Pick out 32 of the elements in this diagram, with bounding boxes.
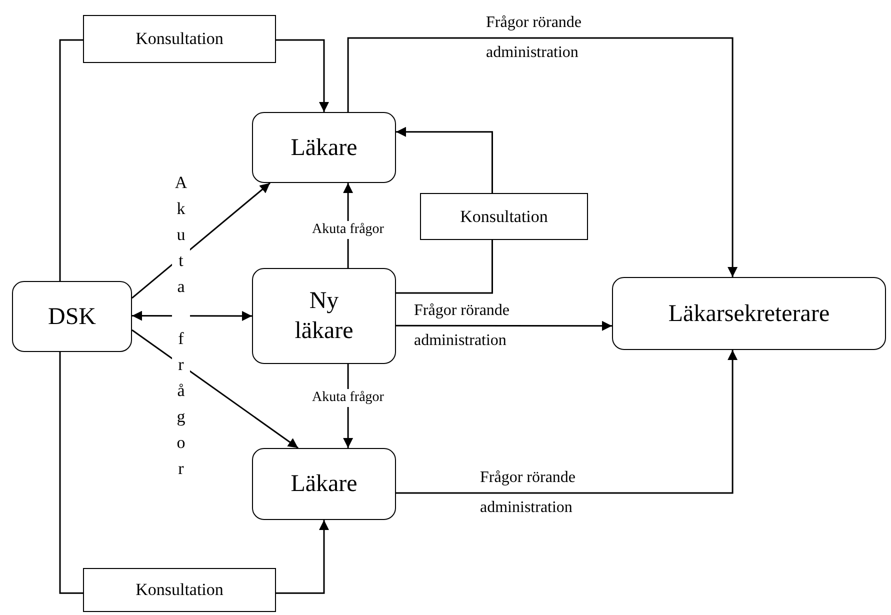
node-label: Konsultation [136,579,224,601]
arrow [276,520,329,594]
role-box [12,281,132,352]
node-label: Konsultation [136,28,224,50]
node-label: Läkare [290,470,358,499]
arrow [276,39,329,112]
edge-label: Frågor rörande administration [480,468,577,518]
node-label: Konsultation [460,206,548,228]
consultation-box [83,568,276,612]
consultation-box [83,15,276,63]
edge-label: Akuta frågor [310,221,386,239]
arrow [396,350,738,494]
role-box [612,277,886,350]
node-label: Läkare [290,134,358,162]
edge-label: Frågor rörande administration [486,13,583,63]
role-box [252,112,396,183]
node-label: Läkarsekreterare [668,300,830,328]
role-box [252,448,396,520]
connector-line [59,39,83,281]
connector-line [59,352,83,594]
arrow [132,182,270,299]
edge-label: Frågor rörande administration [414,301,511,351]
node-label: Ny läkare [294,287,354,346]
role-box [252,268,396,364]
arrow [396,126,493,193]
consultation-box [420,193,588,240]
arrow [347,37,738,277]
arrow [132,329,299,449]
connector-line [396,240,493,294]
node-label: DSK [48,302,96,332]
arrow [396,320,612,331]
edge-label: Akuta frågor [310,389,386,407]
